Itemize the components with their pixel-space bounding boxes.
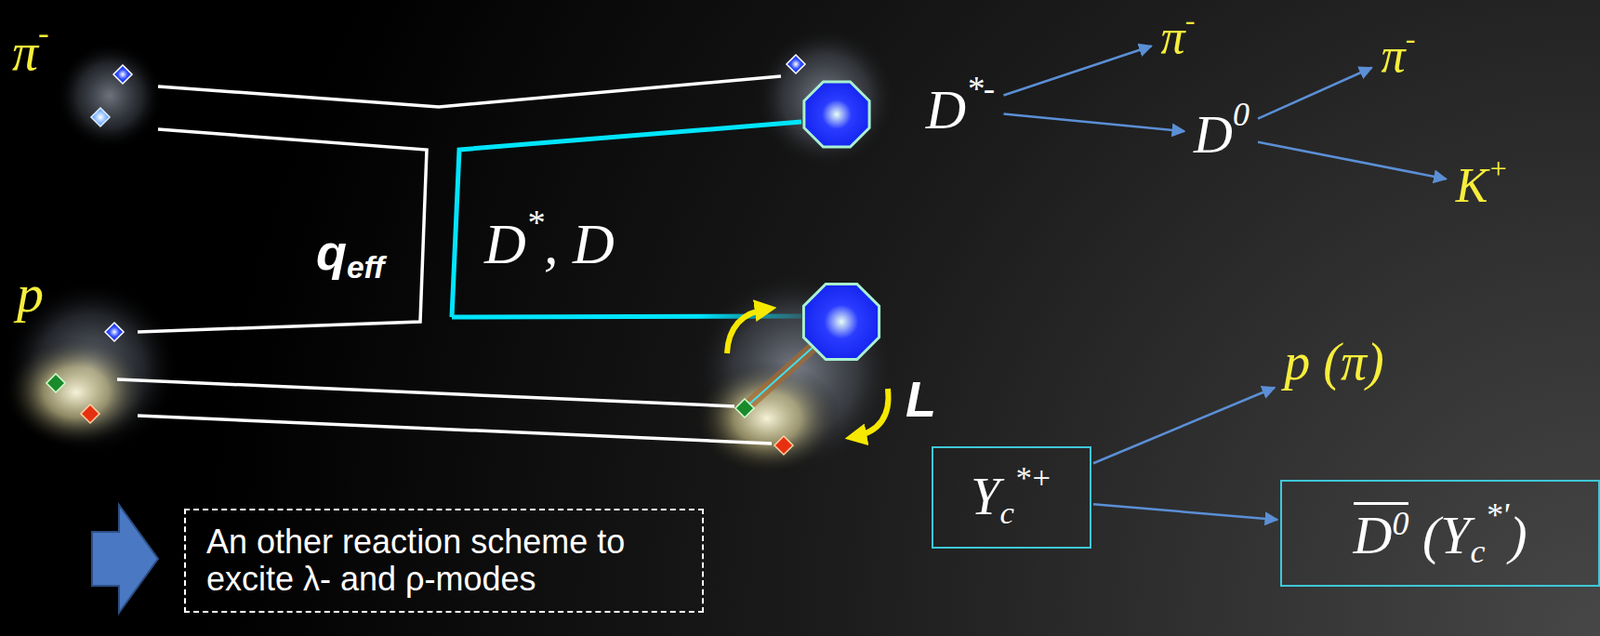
- quark: [786, 54, 806, 74]
- decay-arrow: [1004, 46, 1152, 96]
- text-part: D: [1353, 504, 1393, 566]
- decay-arrow: [1093, 387, 1275, 463]
- exchange-label: D*, D: [482, 210, 617, 278]
- particle-box: Yc*+: [931, 446, 1092, 549]
- rotation-arrow: [727, 308, 768, 354]
- hadron-glow: [692, 360, 842, 477]
- quark: [113, 65, 133, 84]
- quark-line: [158, 76, 781, 107]
- text-part: π: [1381, 28, 1406, 82]
- text-part: c: [1469, 532, 1485, 570]
- particle-box: D0 (Yc*'): [1280, 479, 1600, 587]
- text-part: , D: [543, 211, 615, 276]
- decay-arrow: [1257, 142, 1447, 180]
- overlined-text: D0: [1353, 502, 1410, 563]
- particle-label: K+: [1449, 155, 1516, 217]
- text-part: π: [1161, 10, 1186, 64]
- text-part: -: [1185, 2, 1196, 37]
- quark: [105, 322, 124, 342]
- node-text: K+: [1455, 158, 1508, 212]
- text-part: +: [1487, 151, 1508, 186]
- charm-line: [451, 121, 802, 318]
- charm-quark: [803, 283, 879, 359]
- text-part: *': [1484, 496, 1509, 534]
- text-part: K: [1455, 158, 1489, 212]
- text-part: *+: [1014, 459, 1053, 496]
- quark: [735, 398, 754, 418]
- particle-label: π-: [1154, 6, 1203, 68]
- block-arrow: [92, 504, 159, 613]
- text-part: q: [316, 224, 347, 280]
- text-part: *-: [965, 69, 995, 108]
- momentum-label: qeff: [314, 223, 386, 282]
- antiquark: [91, 107, 110, 127]
- quark-line: [117, 379, 735, 407]
- node-text: D0: [1193, 105, 1250, 165]
- node-text: An other reaction scheme to excite λ- an…: [206, 523, 630, 597]
- text-part: D: [1193, 104, 1233, 165]
- text-part: *: [526, 202, 544, 242]
- node-text: Yc*+: [970, 468, 1052, 527]
- particle-label: p: [14, 262, 46, 326]
- node-text: p (π): [1283, 333, 1384, 392]
- text-part: 0: [1232, 95, 1250, 133]
- decay-arrow: [1257, 67, 1373, 120]
- hadron-glow: [690, 267, 900, 477]
- hadron-glow: [753, 25, 899, 171]
- hadron-glow: [55, 41, 164, 150]
- text-part: (Y: [1408, 504, 1470, 566]
- decay-arrow: [1004, 113, 1186, 132]
- quark: [774, 436, 794, 455]
- text-part: -: [1405, 21, 1416, 55]
- charm-quark: [804, 81, 870, 147]
- text-part: D: [484, 211, 527, 276]
- quark-line: [137, 129, 427, 332]
- node-text: π-: [1381, 28, 1416, 82]
- particle-label: p (π): [1277, 330, 1391, 396]
- text-part: -: [38, 14, 50, 52]
- node-text: D*-: [925, 79, 995, 141]
- text-part: c: [999, 494, 1014, 531]
- particle-label: D0: [1187, 101, 1257, 169]
- node-text: D0 (Yc*'): [1353, 502, 1528, 566]
- particle-label: D*-: [919, 75, 1003, 145]
- text-part: π: [12, 23, 39, 81]
- quark: [80, 404, 100, 424]
- text-part: 0: [1391, 504, 1409, 543]
- text-part: D: [925, 79, 966, 141]
- quark: [46, 373, 66, 393]
- node-text: π-: [1161, 10, 1196, 64]
- decay-arrow: [1093, 503, 1278, 520]
- angular-momentum-label: L: [903, 370, 939, 429]
- particle-label: π-: [1375, 25, 1423, 87]
- quark-line: [137, 415, 772, 444]
- rotation-arrow: [853, 388, 889, 437]
- text-part: ): [1508, 504, 1527, 566]
- particle-label: π-: [10, 22, 52, 84]
- hadron-glow: [3, 336, 149, 449]
- text-part: eff: [346, 250, 384, 285]
- note-box: An other reaction scheme to excite λ- an…: [184, 508, 704, 613]
- text-part: Y: [970, 467, 1000, 526]
